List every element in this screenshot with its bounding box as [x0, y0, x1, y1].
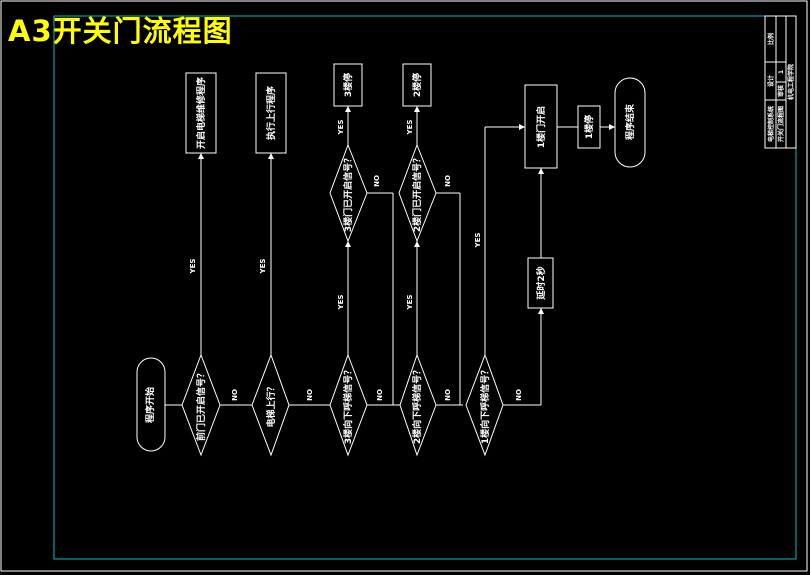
- edge-no-label: NO: [515, 389, 523, 401]
- process-delay: [527, 257, 554, 309]
- decision-floor3-door: [329, 143, 368, 243]
- edge-yes-label: YES: [337, 120, 345, 136]
- title-block-school: 机电工程学院: [787, 64, 795, 100]
- decision-floor3-door-label: 3楼门已开启信号？: [342, 154, 354, 232]
- process-floor1-stop: [577, 105, 601, 149]
- edge-yes-label: YES: [259, 259, 267, 275]
- end-label: 程序结束: [624, 103, 636, 140]
- decision-floor2-door-label: 2楼门已开启信号？: [411, 154, 423, 232]
- process-maintenance-label: 开启电梯维修程序: [195, 77, 207, 149]
- decision-floor1-call-label: 1楼向下呼梯信号？: [479, 366, 491, 444]
- process-floor3-stop-label: 3楼停: [342, 73, 354, 97]
- edge-yes-label: YES: [189, 259, 197, 275]
- decision-door-open: [181, 353, 221, 457]
- start-label: 程序开始: [144, 387, 156, 423]
- edge-yes-label: YES: [337, 295, 345, 311]
- edge-no-label: NO: [306, 389, 314, 401]
- arrowheads: [198, 106, 615, 314]
- title-block-row-2: 开关门流程图: [777, 106, 785, 142]
- title-block: 电梯控制系统 开关门流程图 设计 审核 比例 1 机电工程学院: [764, 15, 797, 149]
- title-block-row-1: 电梯控制系统: [767, 106, 775, 142]
- process-maintenance: [185, 72, 217, 154]
- start-terminal: [136, 357, 166, 452]
- connectors: [165, 106, 615, 406]
- title-block-row-3: 设计: [767, 75, 775, 87]
- edge-yes-label: YES: [406, 295, 414, 311]
- edge-no-label: NO: [373, 175, 381, 187]
- decision-elevator-up-label: 电梯上行？: [265, 382, 277, 427]
- process-floor1-door-open-label: 1楼门开启: [535, 106, 547, 148]
- end-terminal: [614, 77, 646, 168]
- title-block-row-4: 审核: [777, 85, 785, 97]
- decision-floor2-door: [398, 143, 437, 243]
- edge-no-label: NO: [376, 389, 384, 401]
- decision-floor2-call: [399, 353, 437, 457]
- edge-no-label: NO: [444, 389, 452, 401]
- diagram-title: A3开关门流程图: [8, 14, 233, 48]
- title-block-row-5: 比例: [767, 33, 775, 45]
- decision-floor1-call: [465, 353, 504, 457]
- process-go-up: [255, 72, 287, 154]
- decision-floor3-call-label: 3楼向下呼梯信号？: [342, 366, 354, 444]
- decision-elevator-up: [251, 353, 290, 457]
- title-block-row-6: 1: [778, 70, 785, 74]
- edge-yes-label: YES: [406, 120, 414, 136]
- decision-floor3-call: [329, 353, 368, 457]
- decision-door-open-label: 前门已开启信号？: [195, 369, 207, 441]
- process-floor3-stop: [333, 63, 363, 107]
- edge-no-label: NO: [231, 389, 239, 401]
- process-go-up-label: 执行上行程序: [265, 86, 277, 140]
- inner-frame: [53, 15, 797, 560]
- decision-floor2-call-label: 2楼向下呼梯信号？: [411, 366, 423, 444]
- process-floor2-stop: [402, 63, 432, 107]
- process-floor2-stop-label: 2楼停: [411, 73, 423, 97]
- edge-yes-label: YES: [474, 233, 482, 249]
- edge-no-label: NO: [444, 175, 452, 187]
- process-delay-label: 延时2秒: [535, 266, 547, 300]
- process-floor1-stop-label: 1楼停: [583, 115, 595, 139]
- process-floor1-door-open: [524, 84, 558, 169]
